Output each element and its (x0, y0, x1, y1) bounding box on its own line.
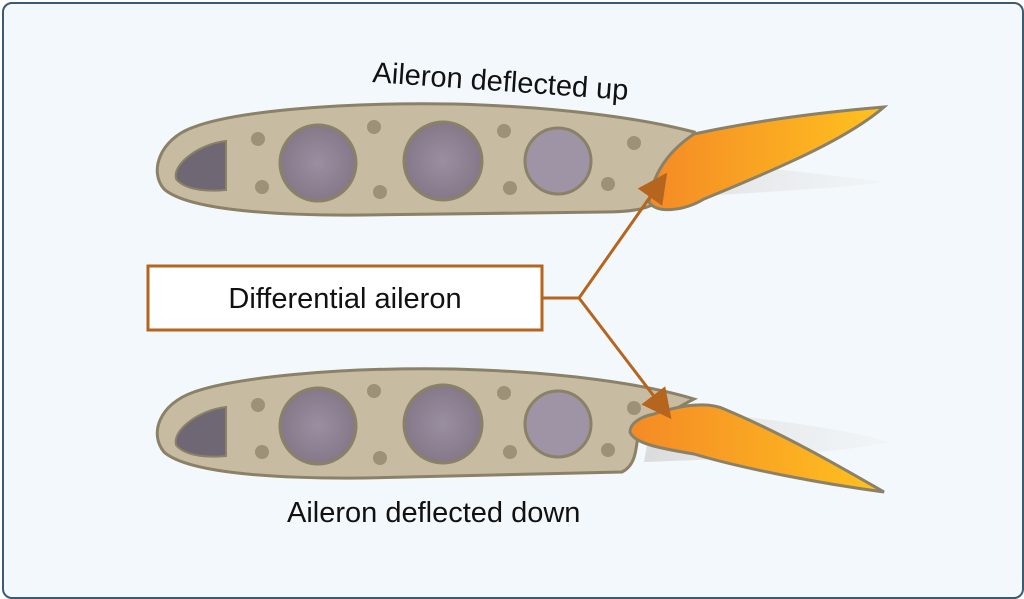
lower-hole-1 (278, 386, 358, 466)
upper-aileron (647, 105, 889, 212)
lower-aileron (628, 403, 885, 494)
lower-hole-2 (402, 383, 484, 465)
aileron-diagram: Differential aileron Aileron deflected u… (146, 57, 889, 529)
callout-group: Differential aileron (146, 172, 672, 420)
upper-wing-section (155, 102, 889, 217)
callout-label: Differential aileron (228, 283, 461, 315)
upper-hole-3 (523, 126, 593, 196)
lower-wing-section (155, 367, 889, 494)
lower-hole-3 (523, 389, 593, 459)
upper-leading-cavity (174, 139, 227, 192)
arrow-to-upper-aileron (577, 172, 668, 299)
arrow-to-lower-aileron (577, 297, 672, 420)
label-aileron-down: Aileron deflected down (287, 497, 580, 529)
upper-hole-2 (402, 120, 484, 202)
lower-leading-cavity (174, 405, 227, 458)
upper-hole-1 (278, 123, 358, 203)
upper-rivets (251, 120, 641, 199)
lower-rivets (251, 384, 641, 465)
label-aileron-up: Aileron deflected up (372, 57, 630, 107)
